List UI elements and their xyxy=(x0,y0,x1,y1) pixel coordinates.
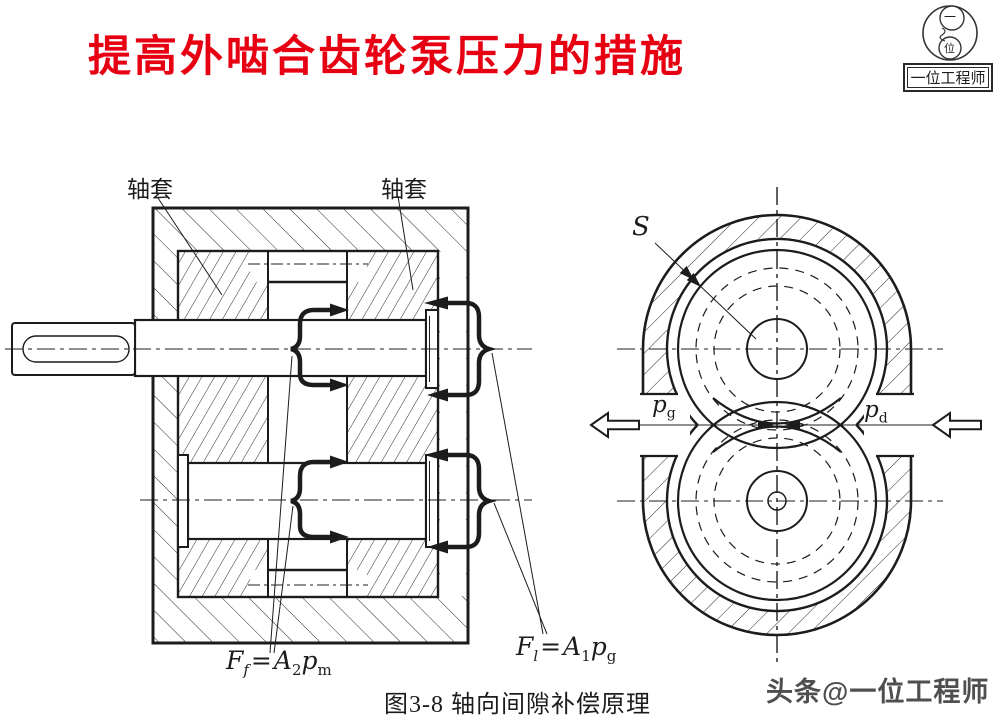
leader-ff-1 xyxy=(269,355,293,654)
left-sectional-view xyxy=(5,195,548,654)
outlet-arrow-icon xyxy=(589,411,640,439)
shaft-flange-lower-right xyxy=(425,454,439,548)
leader-ff-2 xyxy=(273,505,294,654)
drive-shaft-body xyxy=(133,318,428,378)
leader-clearance-s xyxy=(654,242,757,340)
port-pd-label: pd xyxy=(864,397,888,427)
leader-sleeve-right xyxy=(397,195,414,291)
bore-upper xyxy=(665,237,889,426)
leader-fl-2 xyxy=(493,502,548,635)
right-end-view xyxy=(589,187,982,663)
watermark-text: 头条@一位工程师 xyxy=(766,677,990,707)
flow-arrowhead-left xyxy=(758,420,774,430)
force-brace-fl-upper xyxy=(424,296,497,402)
force-brace-ff-lower xyxy=(290,455,349,544)
formula-ff: Ff=A2pm xyxy=(226,646,332,679)
leader-sleeve-left xyxy=(157,197,223,296)
port-pg-label: pg xyxy=(652,392,676,422)
sleeve-label-left: 轴套 xyxy=(127,177,173,202)
shaft-flange-lower-left xyxy=(177,454,189,548)
engineer-logo-icon xyxy=(922,5,978,61)
formula-fl: Fl=A1pg xyxy=(516,632,617,665)
leader-fl-1 xyxy=(491,352,544,635)
inlet-arrow-icon xyxy=(931,411,982,439)
slide-title: 提高外啮合齿轮泵压力的措施 xyxy=(88,33,686,81)
sleeve-label-right: 轴套 xyxy=(381,177,427,202)
logo-name-box: 一位工程师 xyxy=(903,63,993,92)
driven-shaft-body xyxy=(186,461,428,541)
force-brace-ff-upper xyxy=(290,303,349,392)
figure-caption: 图3-8 轴向间隙补偿原理 xyxy=(384,692,651,718)
flow-arrowhead-right xyxy=(784,420,800,430)
clearance-s-label: S xyxy=(632,212,650,242)
logo-top-glyph: 一 xyxy=(944,10,957,24)
force-brace-fl-lower xyxy=(424,448,497,554)
logo-bottom-glyph: 位 xyxy=(944,43,955,55)
